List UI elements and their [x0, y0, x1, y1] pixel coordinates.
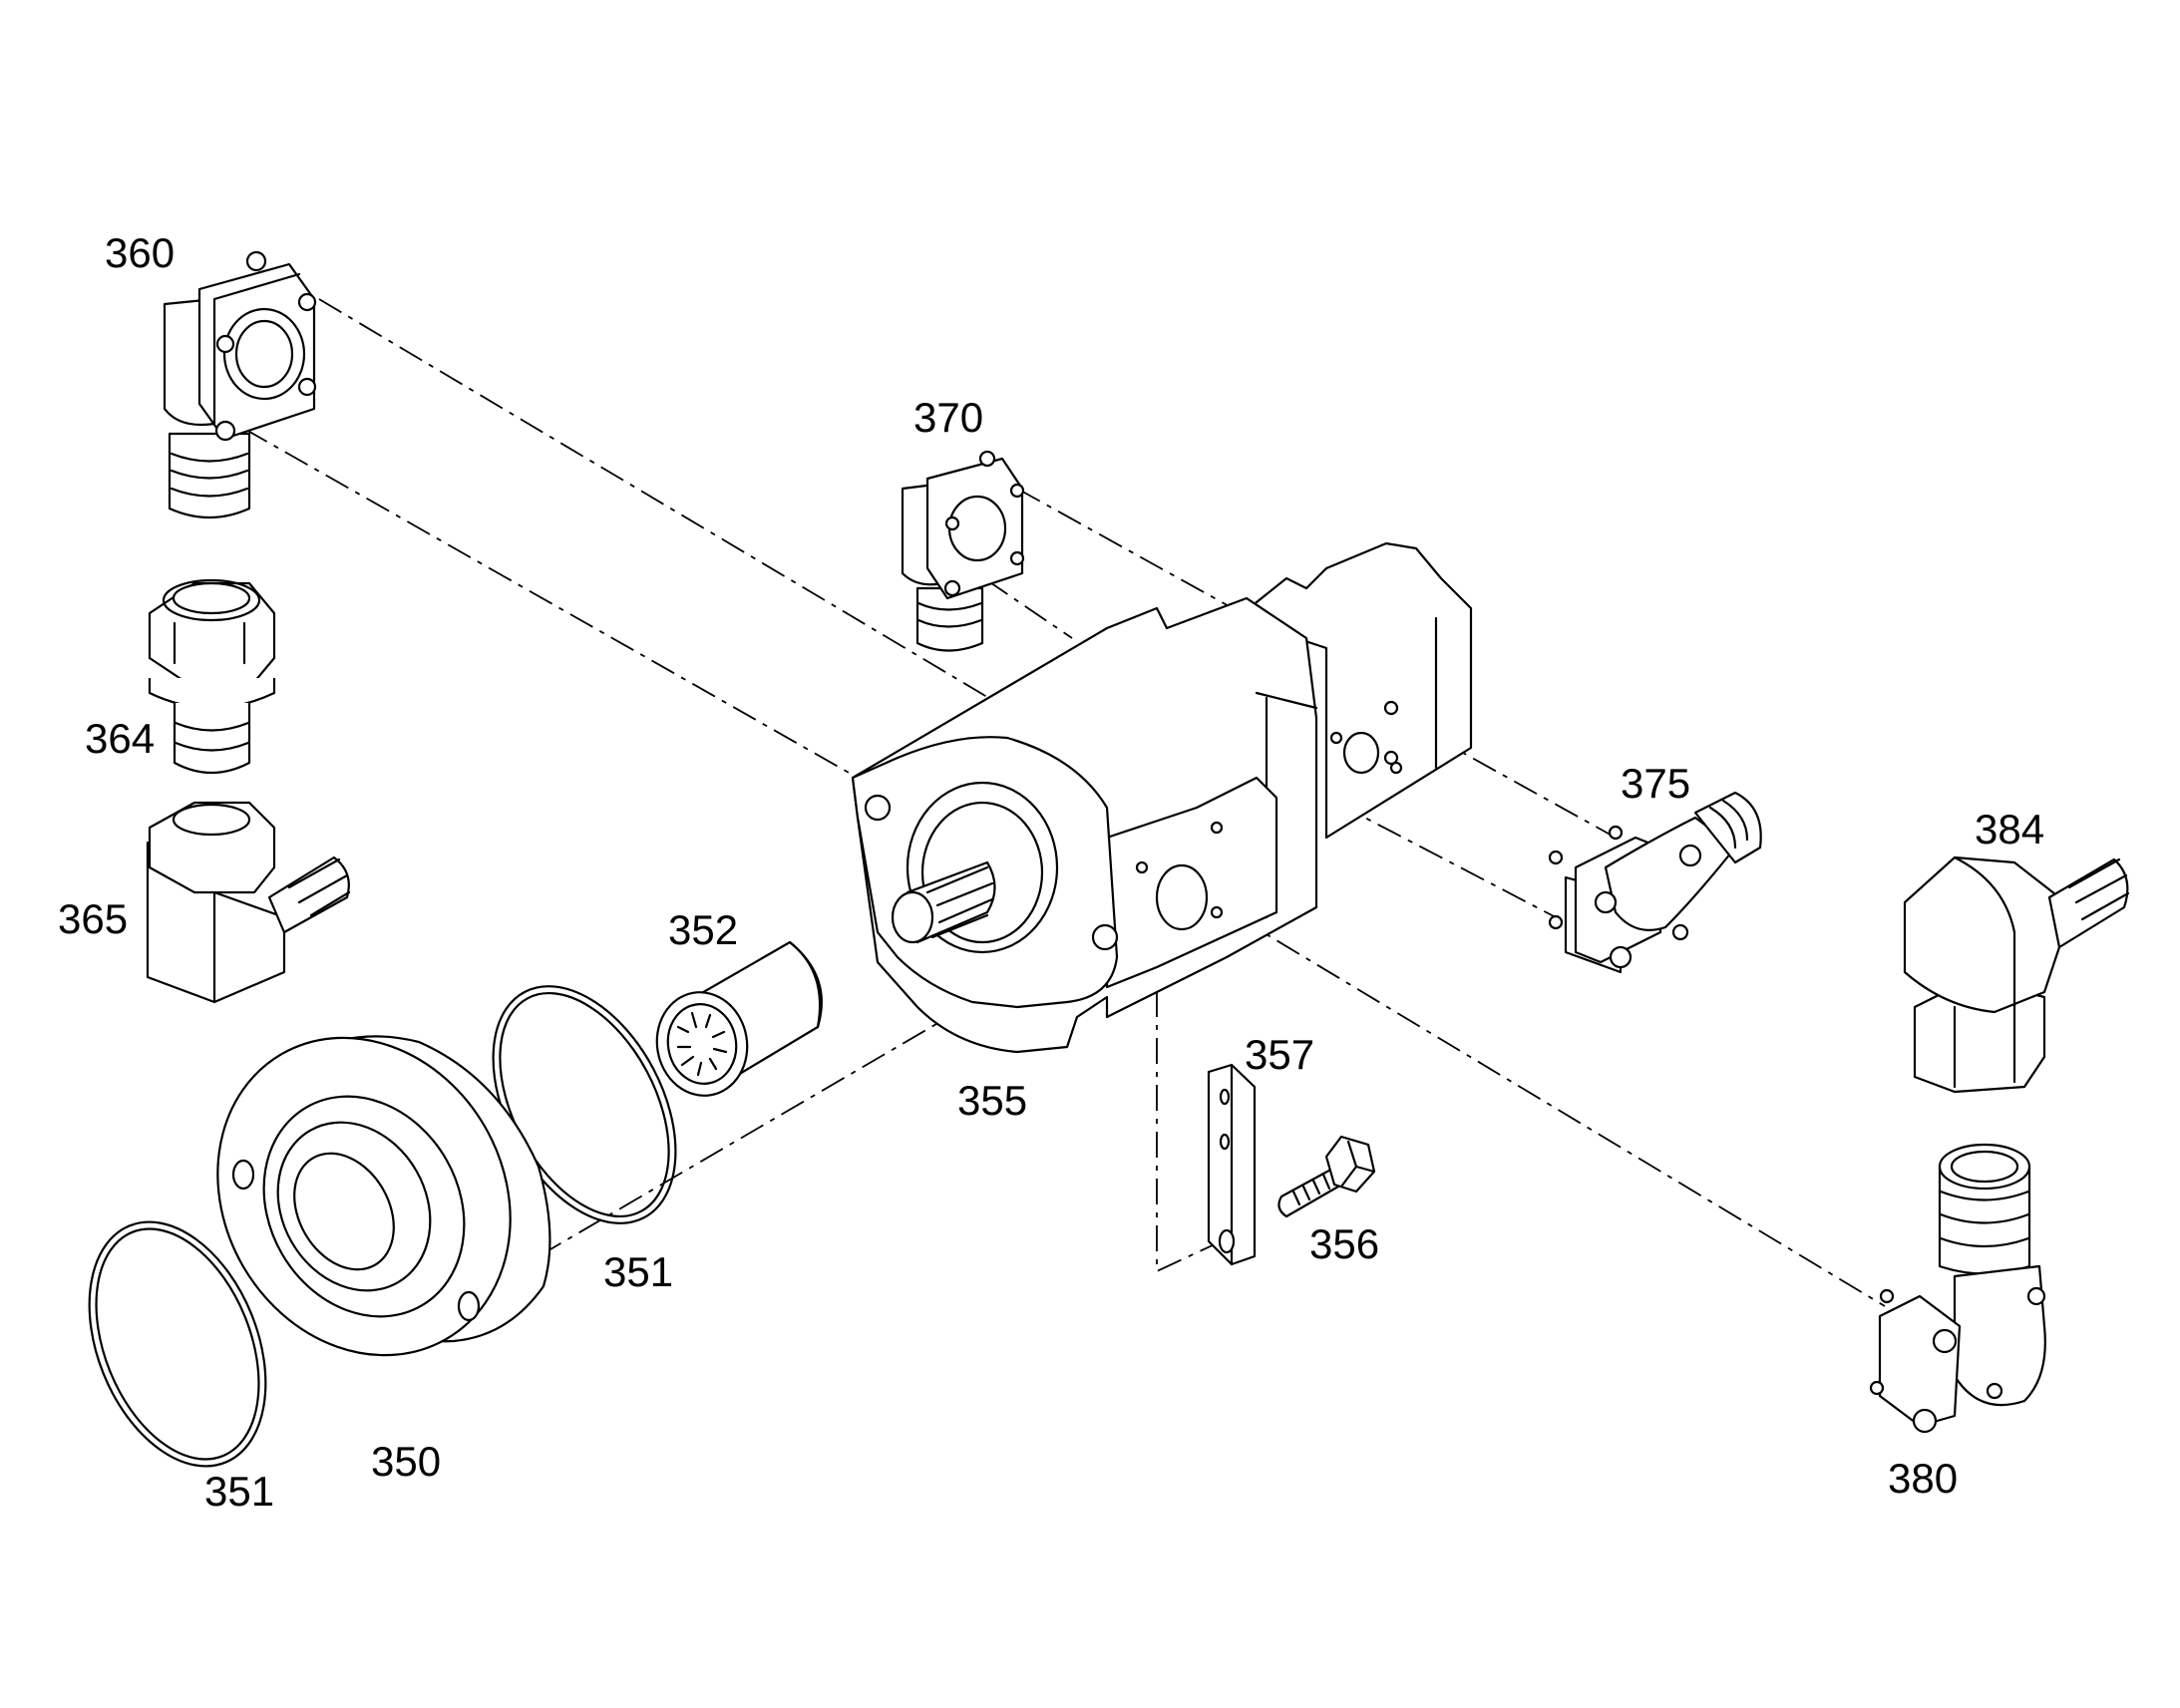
label-370: 370 [913, 394, 983, 441]
label-365: 365 [58, 895, 128, 942]
label-380: 380 [1888, 1455, 1958, 1502]
label-350: 350 [371, 1438, 441, 1485]
part-352-coupling [655, 940, 823, 1097]
part-365-angle-union [146, 801, 351, 1004]
part-355-pump-body [851, 541, 1473, 1054]
label-351-upper: 351 [603, 1248, 673, 1295]
label-356: 356 [1309, 1220, 1379, 1267]
label-384: 384 [1975, 806, 2044, 853]
part-360-flange-elbow [163, 250, 317, 519]
label-360: 360 [105, 229, 175, 276]
label-351-lower: 351 [204, 1468, 274, 1515]
part-375-flange-elbow [1548, 791, 1762, 974]
part-364-hex-union [148, 578, 276, 775]
part-370-flange-elbow [901, 450, 1025, 652]
label-375: 375 [1621, 760, 1690, 807]
part-357-bracket-strap [1207, 1063, 1257, 1266]
part-356-hex-screw [1277, 1135, 1376, 1218]
label-355: 355 [957, 1077, 1027, 1124]
label-364: 364 [85, 715, 155, 762]
part-350-adaptor-flange [216, 1035, 551, 1357]
part-380-flange-elbow [1869, 1143, 2046, 1434]
part-384-angle-union [1903, 855, 2130, 1094]
label-352: 352 [668, 906, 738, 953]
part-labels: 360 364 365 370 375 384 352 355 357 356 … [58, 229, 2044, 1515]
label-357: 357 [1245, 1031, 1314, 1078]
